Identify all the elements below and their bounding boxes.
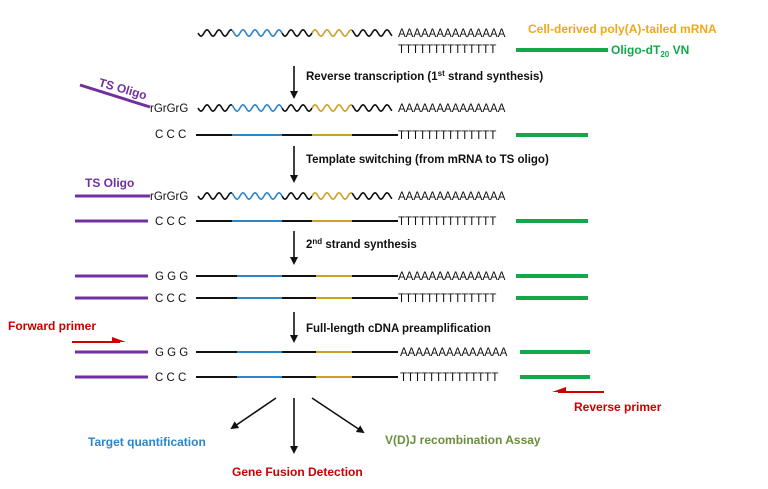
ccc-4: C C C (155, 372, 186, 384)
step-second-suffix: strand synthesis (322, 239, 417, 251)
mrna-wave-2-part (351, 103, 393, 113)
oligo-dt-subscript: 20 (660, 50, 669, 59)
oligo-dt-label: Oligo-dT20 VN (611, 43, 689, 59)
forward-primer-label: Forward primer (8, 319, 96, 333)
poly-a-tail-2: AAAAAAAAAAAAAA (398, 103, 506, 115)
poly-t-5: TTTTTTTTTTTTTT (400, 372, 498, 384)
poly-t-2: TTTTTTTTTTTTTT (398, 130, 496, 142)
mrna-wave-3-part (311, 191, 353, 201)
mrna-wave-3-part (231, 191, 283, 201)
mrna-wave-2 (197, 103, 233, 113)
mrna-wave-2-part (231, 103, 283, 113)
step-rt-prefix: Reverse transcription (1 (306, 71, 438, 83)
ccc-2: C C C (155, 216, 186, 228)
step-preamplification: Full-length cDNA preamplification (306, 323, 491, 335)
reverse-primer-arrowhead (552, 387, 566, 392)
mrna-wave-part (231, 28, 283, 38)
ggg-1: G G G (155, 271, 188, 283)
mrna-wave-part (281, 28, 313, 38)
ggg-2: G G G (155, 347, 188, 359)
mrna-title: Cell-derived poly(A)-tailed mRNA (528, 22, 717, 36)
oligo-dt-suffix: VN (669, 43, 689, 57)
rgrgrg-2: rGrGrG (150, 191, 188, 203)
ts-oligo-label-2: TS Oligo (85, 176, 134, 190)
mrna-wave-2-part (311, 103, 353, 113)
mrna-wave-3-part (281, 191, 313, 201)
output-target-quantification: Target quantification (88, 435, 206, 449)
oligo-dt-prefix: Oligo-dT (611, 43, 661, 57)
poly-a-tail-4: AAAAAAAAAAAAAA (398, 271, 506, 283)
mrna-wave-2-part (281, 103, 313, 113)
step-template-switching: Template switching (from mRNA to TS olig… (306, 154, 549, 166)
rgrgrg-1: rGrGrG (150, 103, 188, 115)
step-rt-sup: st (438, 69, 445, 78)
mrna-wave (197, 28, 233, 38)
step-second-num: 2 (306, 239, 312, 251)
ccc-1: C C C (155, 129, 186, 141)
poly-a-tail-1: AAAAAAAAAAAAAA (398, 28, 506, 40)
step-second-sup: nd (312, 237, 322, 246)
poly-a-tail-5: AAAAAAAAAAAAAA (400, 347, 508, 359)
poly-t-4: TTTTTTTTTTTTTT (398, 293, 496, 305)
mrna-wave-3 (197, 191, 233, 201)
poly-a-tail-3: AAAAAAAAAAAAAA (398, 191, 506, 203)
arrow-to-vdj (311, 397, 365, 434)
forward-primer-arrowhead (112, 337, 126, 342)
ts-oligo-bar-angled (79, 83, 151, 109)
output-gene-fusion: Gene Fusion Detection (232, 465, 363, 479)
poly-t-3: TTTTTTTTTTTTTT (398, 216, 496, 228)
mrna-wave-part (311, 28, 353, 38)
poly-t-1: TTTTTTTTTTTTTT (398, 44, 496, 56)
step-reverse-transcription: Reverse transcription (1st strand synthe… (306, 69, 543, 83)
output-vdj-assay: V(D)J recombination Assay (385, 433, 541, 447)
step-rt-suffix: strand synthesis) (445, 71, 544, 83)
reverse-primer-label: Reverse primer (574, 400, 662, 414)
mrna-wave-3-part (351, 191, 393, 201)
step-second-strand: 2nd strand synthesis (306, 237, 417, 251)
mrna-wave-part (351, 28, 393, 38)
ccc-3: C C C (155, 293, 186, 305)
arrow-to-target (230, 397, 277, 430)
